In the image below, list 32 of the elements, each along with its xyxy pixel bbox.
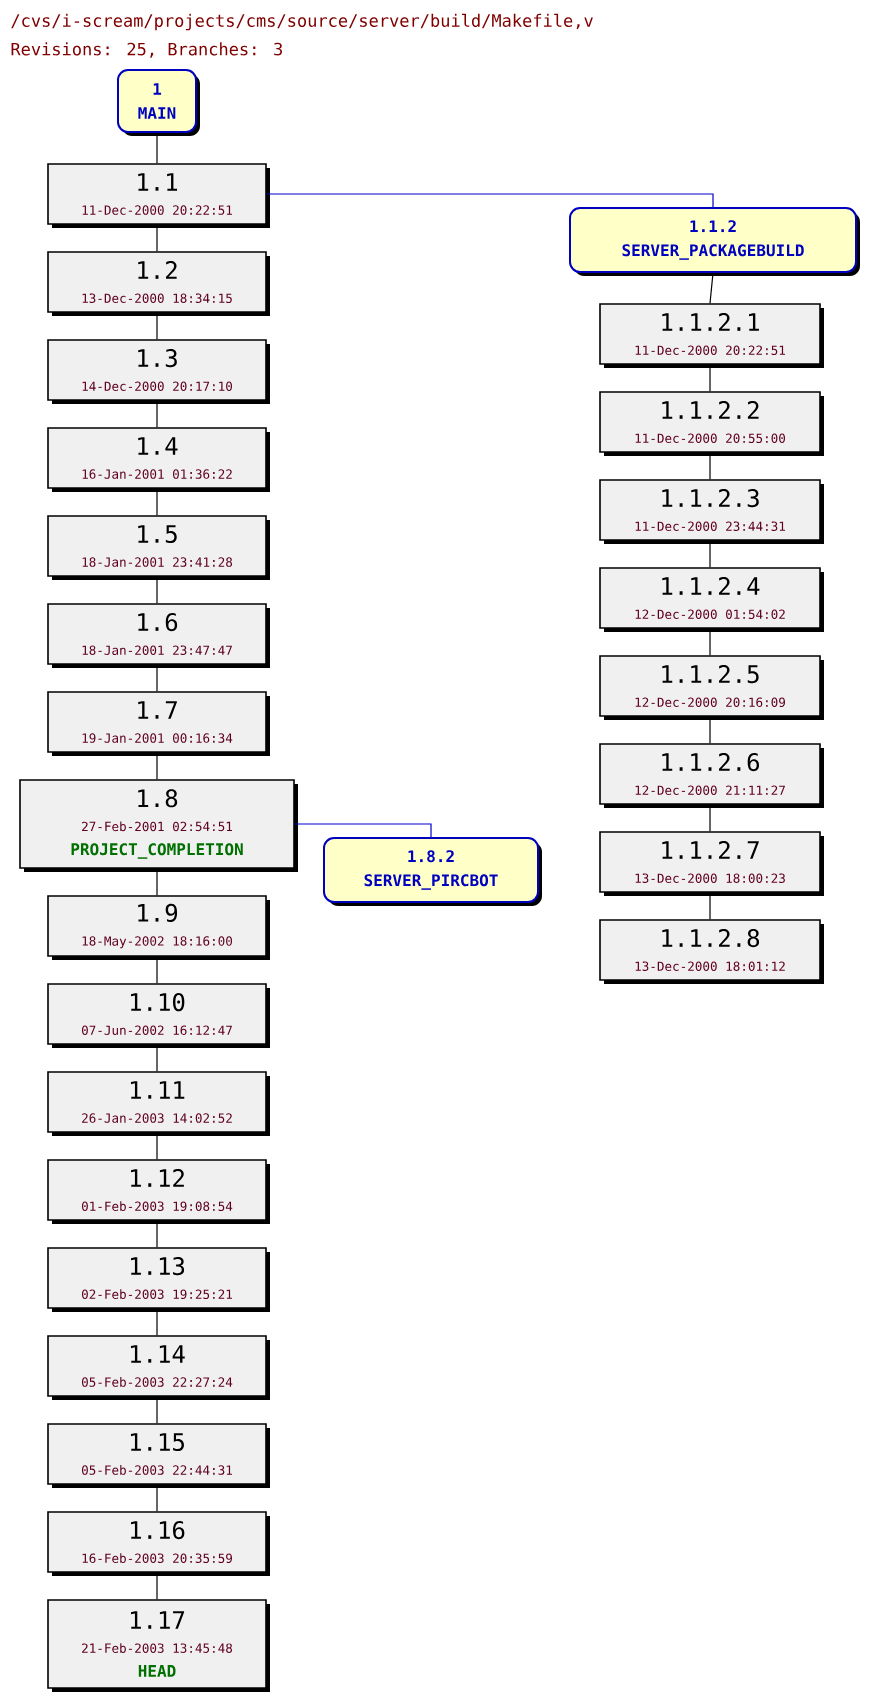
connector (709, 452, 711, 480)
branch-box: 1.8.2 SERVER_PIRCBOT (323, 837, 542, 906)
connector (156, 1308, 158, 1336)
revision-count: Revisions: 25, Branches: 3 (11, 42, 283, 58)
connector (156, 752, 158, 780)
connector (709, 540, 711, 568)
connector (156, 664, 158, 692)
connector (156, 132, 158, 164)
connector (156, 1572, 158, 1600)
connector (709, 892, 711, 920)
connector (156, 312, 158, 340)
connector (709, 364, 711, 392)
connector (156, 956, 158, 984)
connector (156, 868, 158, 896)
connector (156, 488, 158, 516)
connector (156, 576, 158, 604)
connector (156, 1220, 158, 1248)
connector (709, 272, 714, 304)
connector (709, 804, 711, 832)
connector (156, 1396, 158, 1424)
connector (709, 716, 711, 744)
branch-box: 1 MAIN (117, 69, 200, 136)
connector (156, 400, 158, 428)
connector (156, 224, 158, 252)
connector (156, 1484, 158, 1512)
connector (156, 1132, 158, 1160)
connector (294, 823, 432, 838)
title: /cvs/i-scream/projects/cms/source/server/build/Makefile,v (11, 13, 593, 31)
connector (156, 1044, 158, 1072)
connector (266, 193, 714, 208)
connector (709, 628, 711, 656)
branch-box: 1.1.2 SERVER_PACKAGEBUILD (569, 207, 860, 276)
